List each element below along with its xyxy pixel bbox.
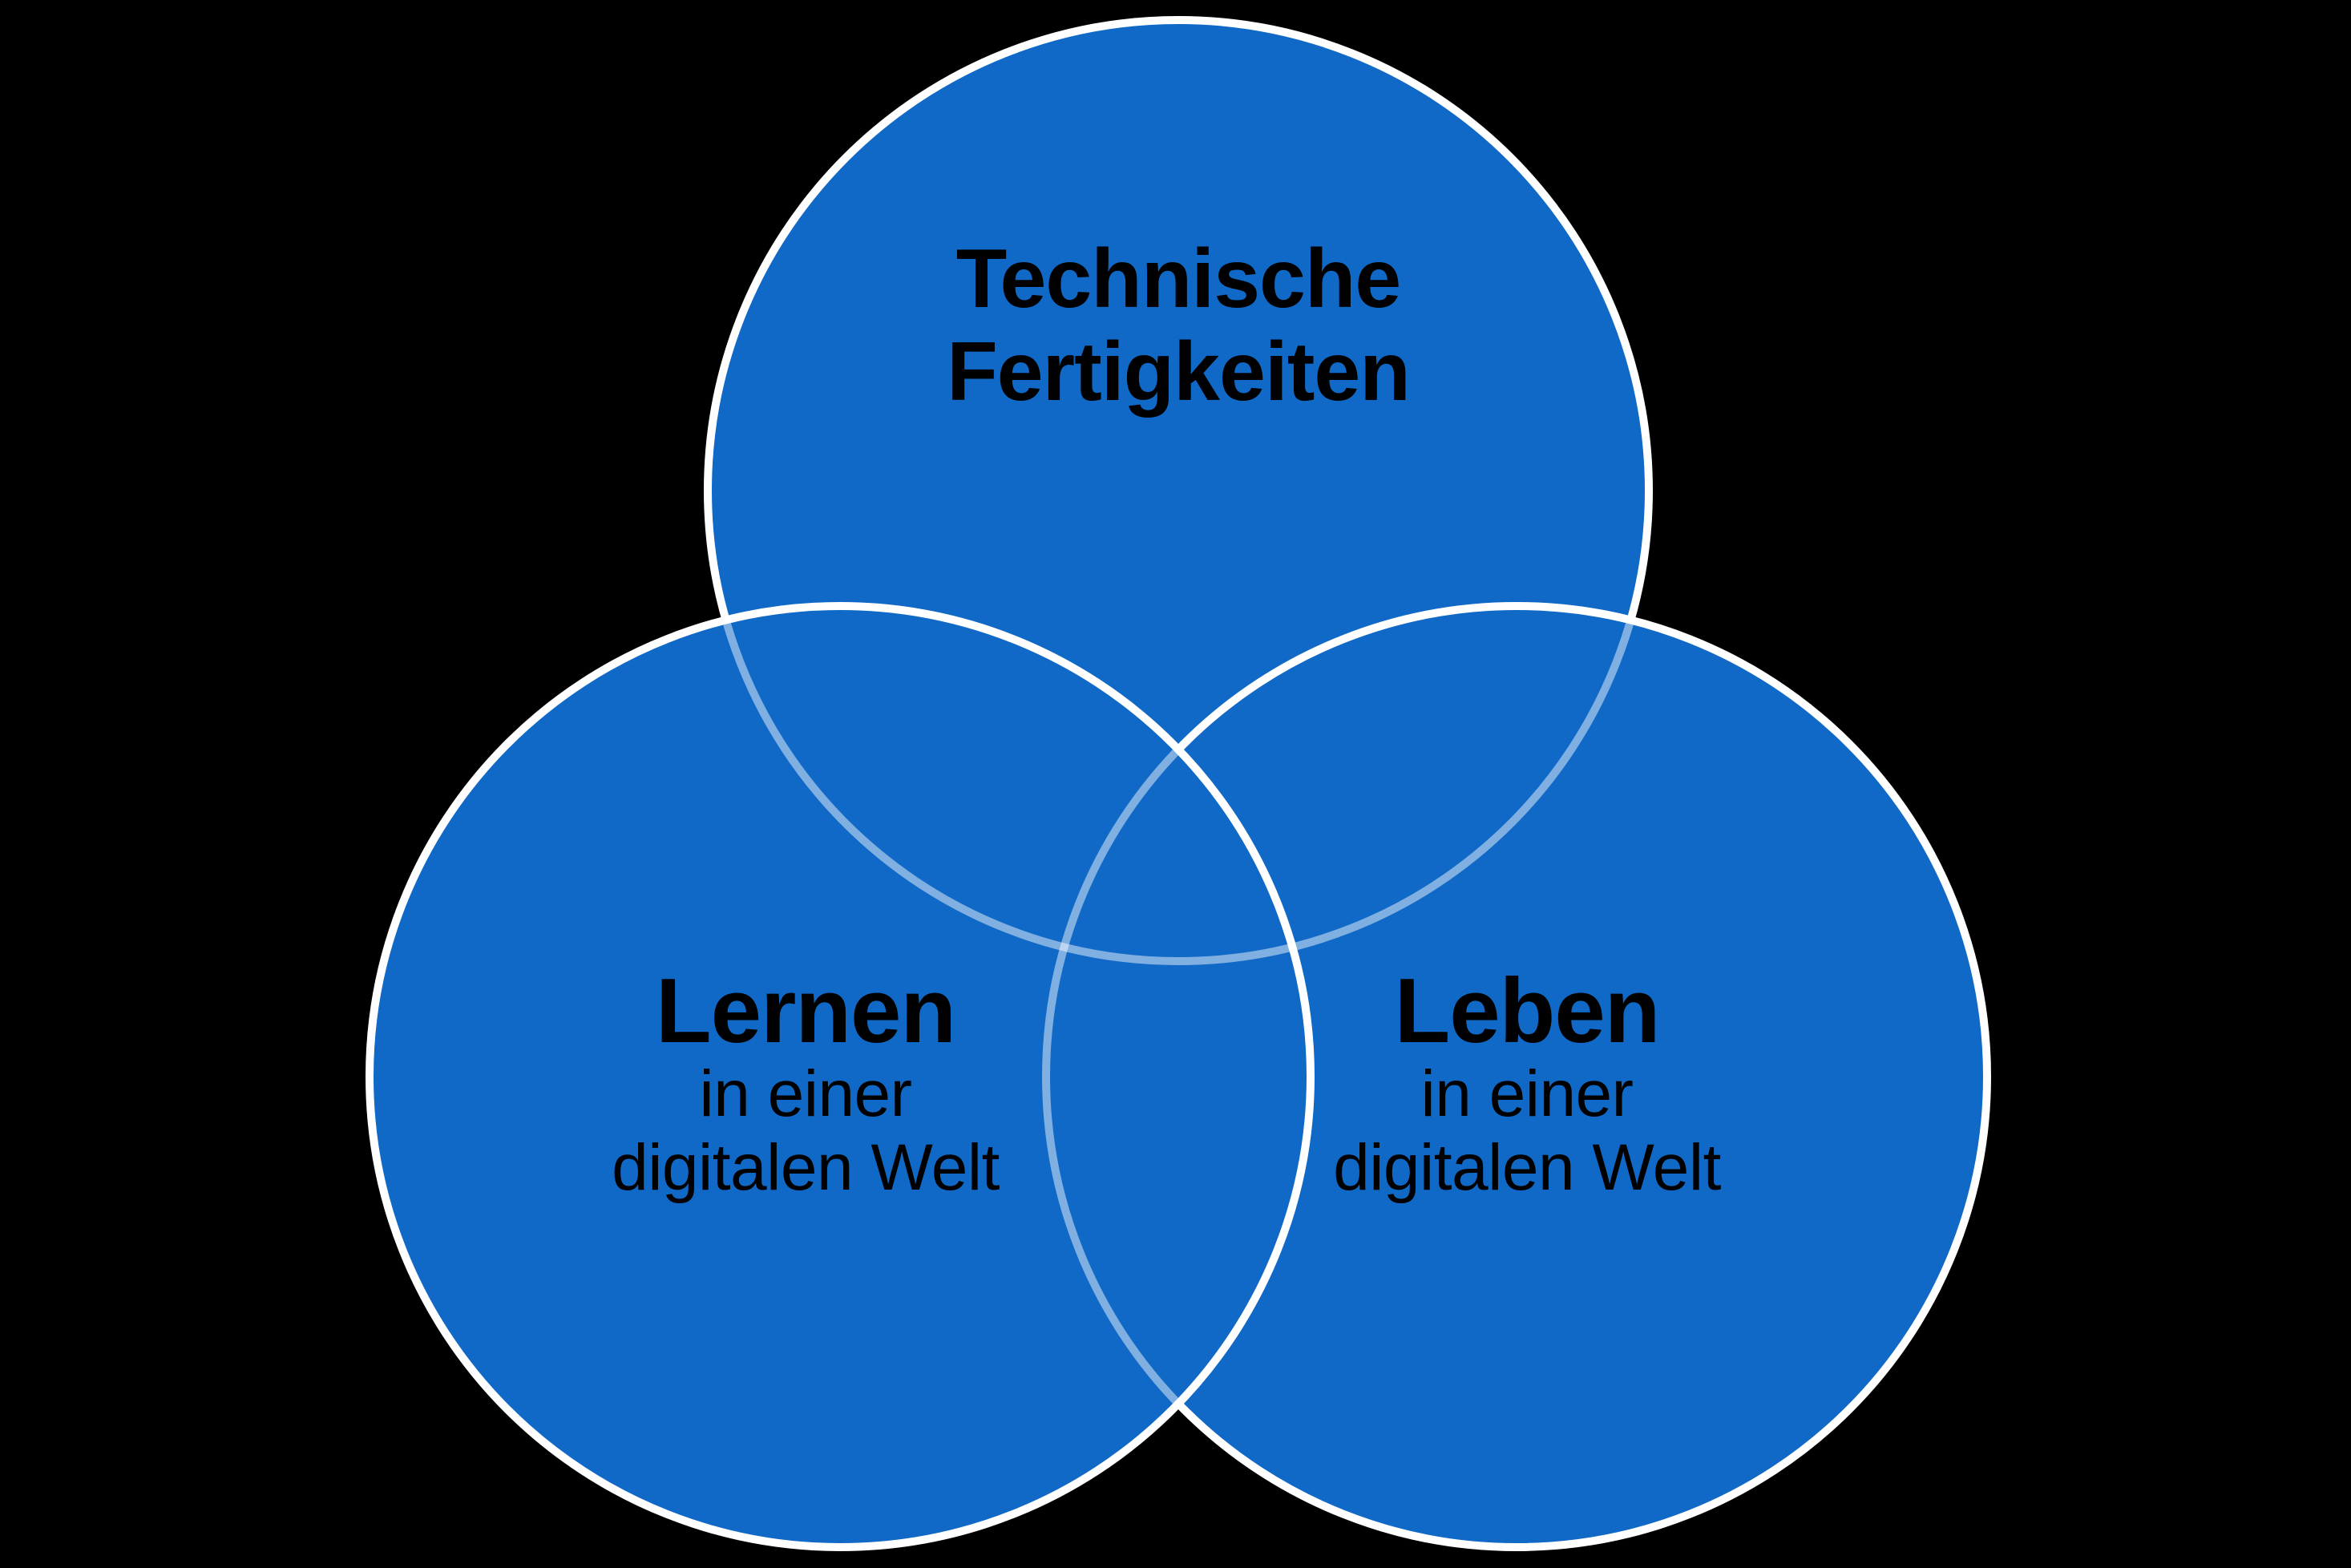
label-left-subtitle-line1: in einer: [699, 1057, 912, 1130]
label-top-line2: Fertigkeiten: [947, 325, 1410, 419]
label-right-subtitle-line1: in einer: [1420, 1057, 1634, 1130]
label-right-title: Leben: [1394, 960, 1661, 1062]
label-top-line1: Technische: [955, 232, 1401, 325]
label-lernen: Lernen in einer digitalen Welt: [445, 966, 1166, 1205]
occluded-stroke-right-under-left: [1042, 606, 1311, 1547]
label-leben: Leben in einer digitalen Welt: [1166, 966, 1888, 1205]
occluded-stroke-top-under-left: [704, 606, 1311, 965]
label-right-subtitle-line2: digitalen Welt: [1333, 1130, 1721, 1204]
label-left-title: Lernen: [655, 960, 956, 1062]
label-left-subtitle-line2: digitalen Welt: [612, 1130, 1000, 1204]
circle-lernen[interactable]: [366, 602, 1315, 1551]
label-technische-fertigkeiten: Technische Fertigkeiten: [778, 232, 1579, 419]
